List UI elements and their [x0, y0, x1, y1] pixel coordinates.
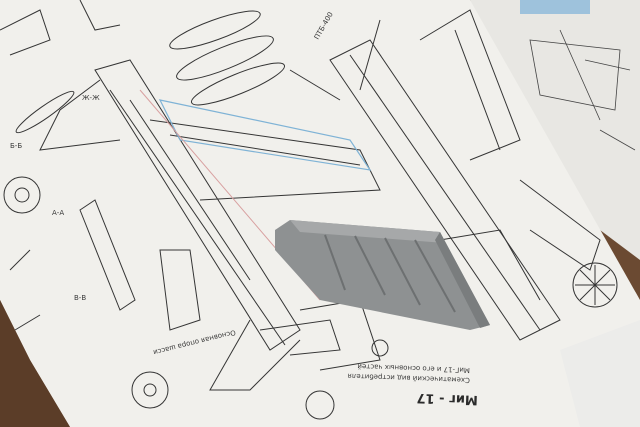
lower-sheet: [560, 320, 640, 427]
side-mark-2: А-А: [52, 209, 64, 217]
blue-outline: [158, 99, 372, 171]
side-mark-1: Б-Б: [10, 142, 22, 150]
back-sheet: [470, 0, 640, 260]
view-label-gear: Основная опора шасси: [152, 328, 236, 356]
side-mark-4: В-В: [74, 294, 86, 302]
side-mark-3: Ж-Ж: [82, 94, 100, 102]
plastic-wing-part: [275, 220, 490, 330]
caption-line-2: МиГ-17 и его основных частей: [357, 362, 470, 374]
view-label-tank: ПТБ-400: [313, 11, 335, 41]
drawing-title: Миг - 17: [416, 390, 478, 407]
aircraft-lines: [0, 0, 618, 420]
